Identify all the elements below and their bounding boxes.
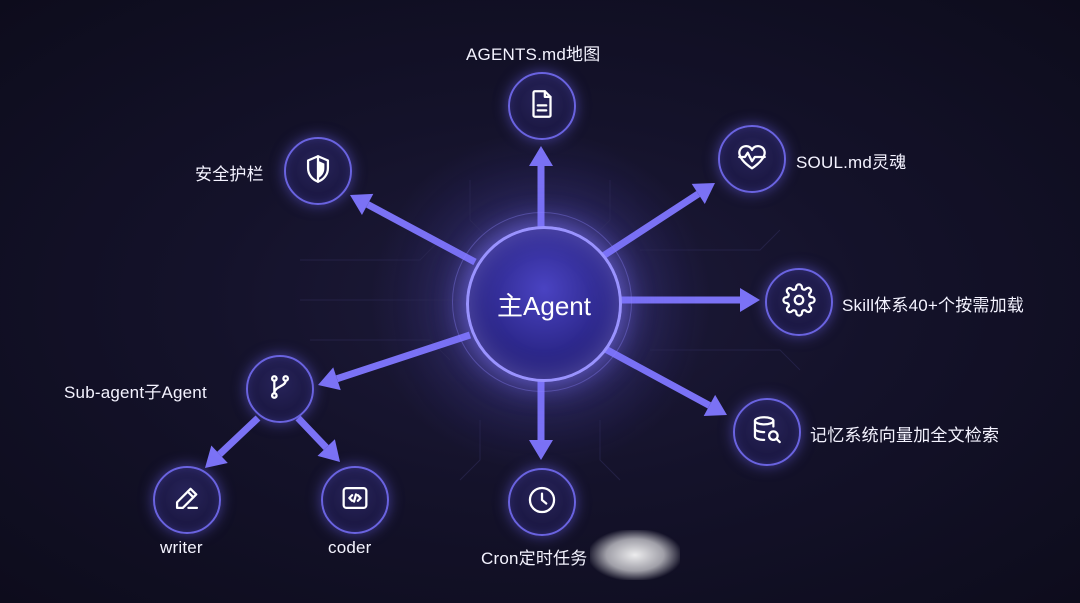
guardrail-label: 安全护栏 — [195, 165, 264, 184]
pen-icon — [170, 481, 204, 520]
coder-label: coder — [328, 538, 372, 557]
arrow-to-memory — [596, 341, 727, 417]
gear-icon — [782, 282, 816, 322]
subagent-node — [246, 355, 314, 423]
arrow-to-soul-md — [598, 183, 715, 261]
agents-md-node — [508, 72, 576, 140]
skill-label: Skill体系40+个按需加载 — [842, 296, 1025, 315]
guardrail-node — [284, 137, 352, 205]
shield-icon — [301, 152, 335, 191]
skill-node — [765, 268, 833, 336]
watermark-fade — [590, 530, 680, 580]
code-icon — [338, 481, 372, 520]
main-agent-node: 主Agent — [466, 226, 622, 382]
memory-label: 记忆系统向量加全文检索 — [810, 426, 1000, 445]
document-icon — [525, 87, 559, 126]
subagent-label: Sub-agent子Agent — [64, 383, 207, 402]
database-search-icon — [750, 413, 784, 452]
soul-md-node — [718, 125, 786, 193]
writer-label: writer — [160, 538, 203, 557]
agents-md-label: AGENTS.md地图 — [466, 45, 601, 64]
main-agent-label: 主Agent — [497, 290, 591, 321]
arrow-to-subagent — [318, 331, 472, 391]
memory-node — [733, 398, 801, 466]
coder-node — [321, 466, 389, 534]
circuit-lines — [300, 180, 801, 481]
soul-md-label: SOUL.md灵魂 — [796, 153, 907, 172]
clock-icon — [525, 483, 559, 522]
writer-node — [153, 466, 221, 534]
arrow-to-writer — [205, 415, 261, 468]
cron-node — [508, 468, 576, 536]
center-ring — [452, 212, 632, 392]
arrow-to-guardrail — [350, 193, 477, 266]
arrow-to-skill — [615, 288, 760, 312]
heart-pulse-icon — [735, 140, 769, 179]
arrow-to-coder — [295, 415, 340, 462]
branch-icon — [263, 370, 297, 409]
cron-label: Cron定时任务 — [481, 549, 588, 568]
